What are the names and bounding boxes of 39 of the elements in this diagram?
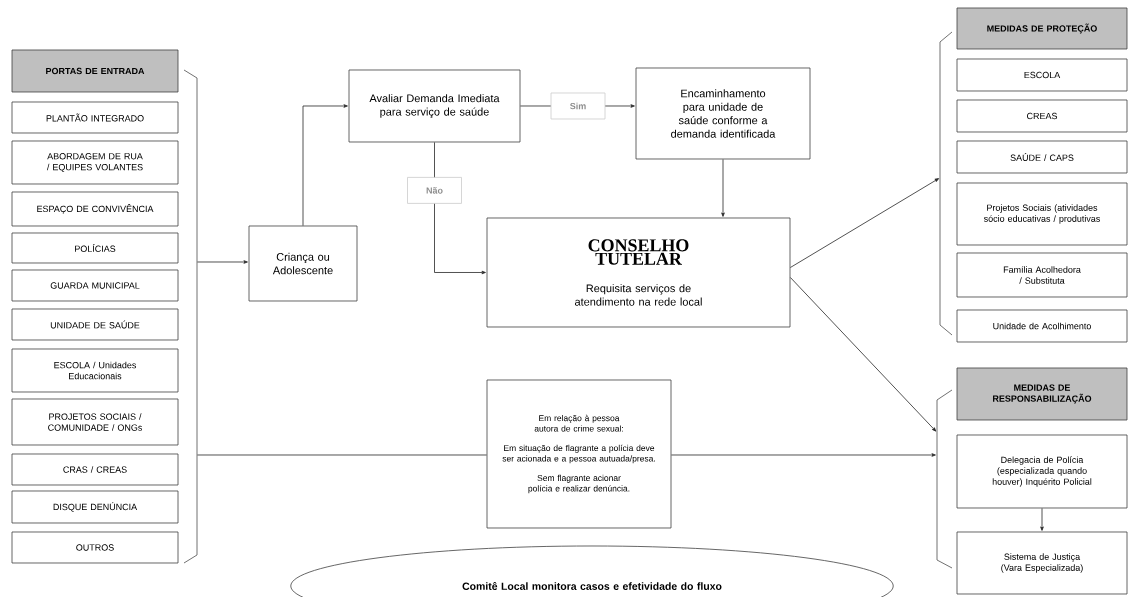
- entry-box: ESPAÇO DE CONVIVÊNCIA: [11, 191, 179, 227]
- arrow: [671, 453, 936, 457]
- arrow: [790, 178, 940, 268]
- entry-box: PROJETOS SOCIAIS / COMUNIDADE / ONGs: [11, 398, 179, 446]
- entry-box: Sistema de Justiça (Vara Especializada): [956, 531, 1128, 595]
- entry-box: Unidade de Acolhimento: [956, 309, 1128, 343]
- arrow: [1040, 508, 1044, 531]
- bracket: [936, 389, 953, 569]
- arrow: [197, 260, 248, 264]
- entry-box: PLANTÃO INTEGRADO: [11, 101, 179, 134]
- arrow: [790, 277, 937, 432]
- entry-box: Projetos Sociais (atividades sócio educativas / produtivas: [956, 182, 1128, 246]
- entry-box: UNIDADE DE SAÚDE: [11, 308, 179, 341]
- note-box: Em relação à pessoa autora de crime sexual: Em situação de flagrante a polícia deve ser acionada e a pessoa autuada/presa. Sem flagrante acionar polícia e realizar denúncia.: [486, 379, 672, 529]
- process-box: Encaminhamento para unidade de saúde conforme a demanda identificada: [635, 67, 811, 160]
- header-box: MEDIDAS DE RESPONSABILIZAÇÃO: [956, 367, 1128, 421]
- arrow: [721, 159, 725, 217]
- edge-label: Não: [407, 177, 462, 204]
- entry-box: ABORDAGEM DE RUA / EQUIPES VOLANTES: [11, 140, 179, 185]
- header-box: PORTAS DE ENTRADA: [11, 49, 179, 93]
- entry-box: OUTROS: [11, 531, 179, 564]
- entry-box: Delegacia de Polícia (especializada quando houver) Inquérito Policial: [956, 434, 1128, 509]
- entry-box: SAÚDE / CAPS: [956, 140, 1128, 174]
- arrow: [302, 104, 348, 226]
- process-box: Avaliar Demanda Imediata para serviço de saúde: [348, 69, 521, 143]
- entry-box: ESCOLA: [956, 58, 1128, 92]
- council-box: CONSELHO TUTELAR Requisita serviços de atendimento na rede local: [486, 217, 791, 328]
- entry-box: ESCOLA / Unidades Educacionais: [11, 348, 179, 393]
- entry-box: POLÍCIAS: [11, 232, 179, 264]
- header-box: MEDIDAS DE PROTEÇÃO: [956, 7, 1128, 50]
- entry-box: GUARDA MUNICIPAL: [11, 269, 179, 302]
- process-box: Criança ou Adolescente: [248, 225, 358, 302]
- entry-box: Família Acolhedora / Substituta: [956, 252, 1128, 298]
- bracket: [939, 31, 953, 336]
- entry-box: DISQUE DENÚNCIA: [11, 490, 179, 524]
- entry-box: CREAS: [956, 99, 1128, 133]
- edge-label: Sim: [550, 92, 606, 120]
- bracket: [183, 69, 198, 564]
- entry-box: CRAS / CREAS: [11, 453, 179, 486]
